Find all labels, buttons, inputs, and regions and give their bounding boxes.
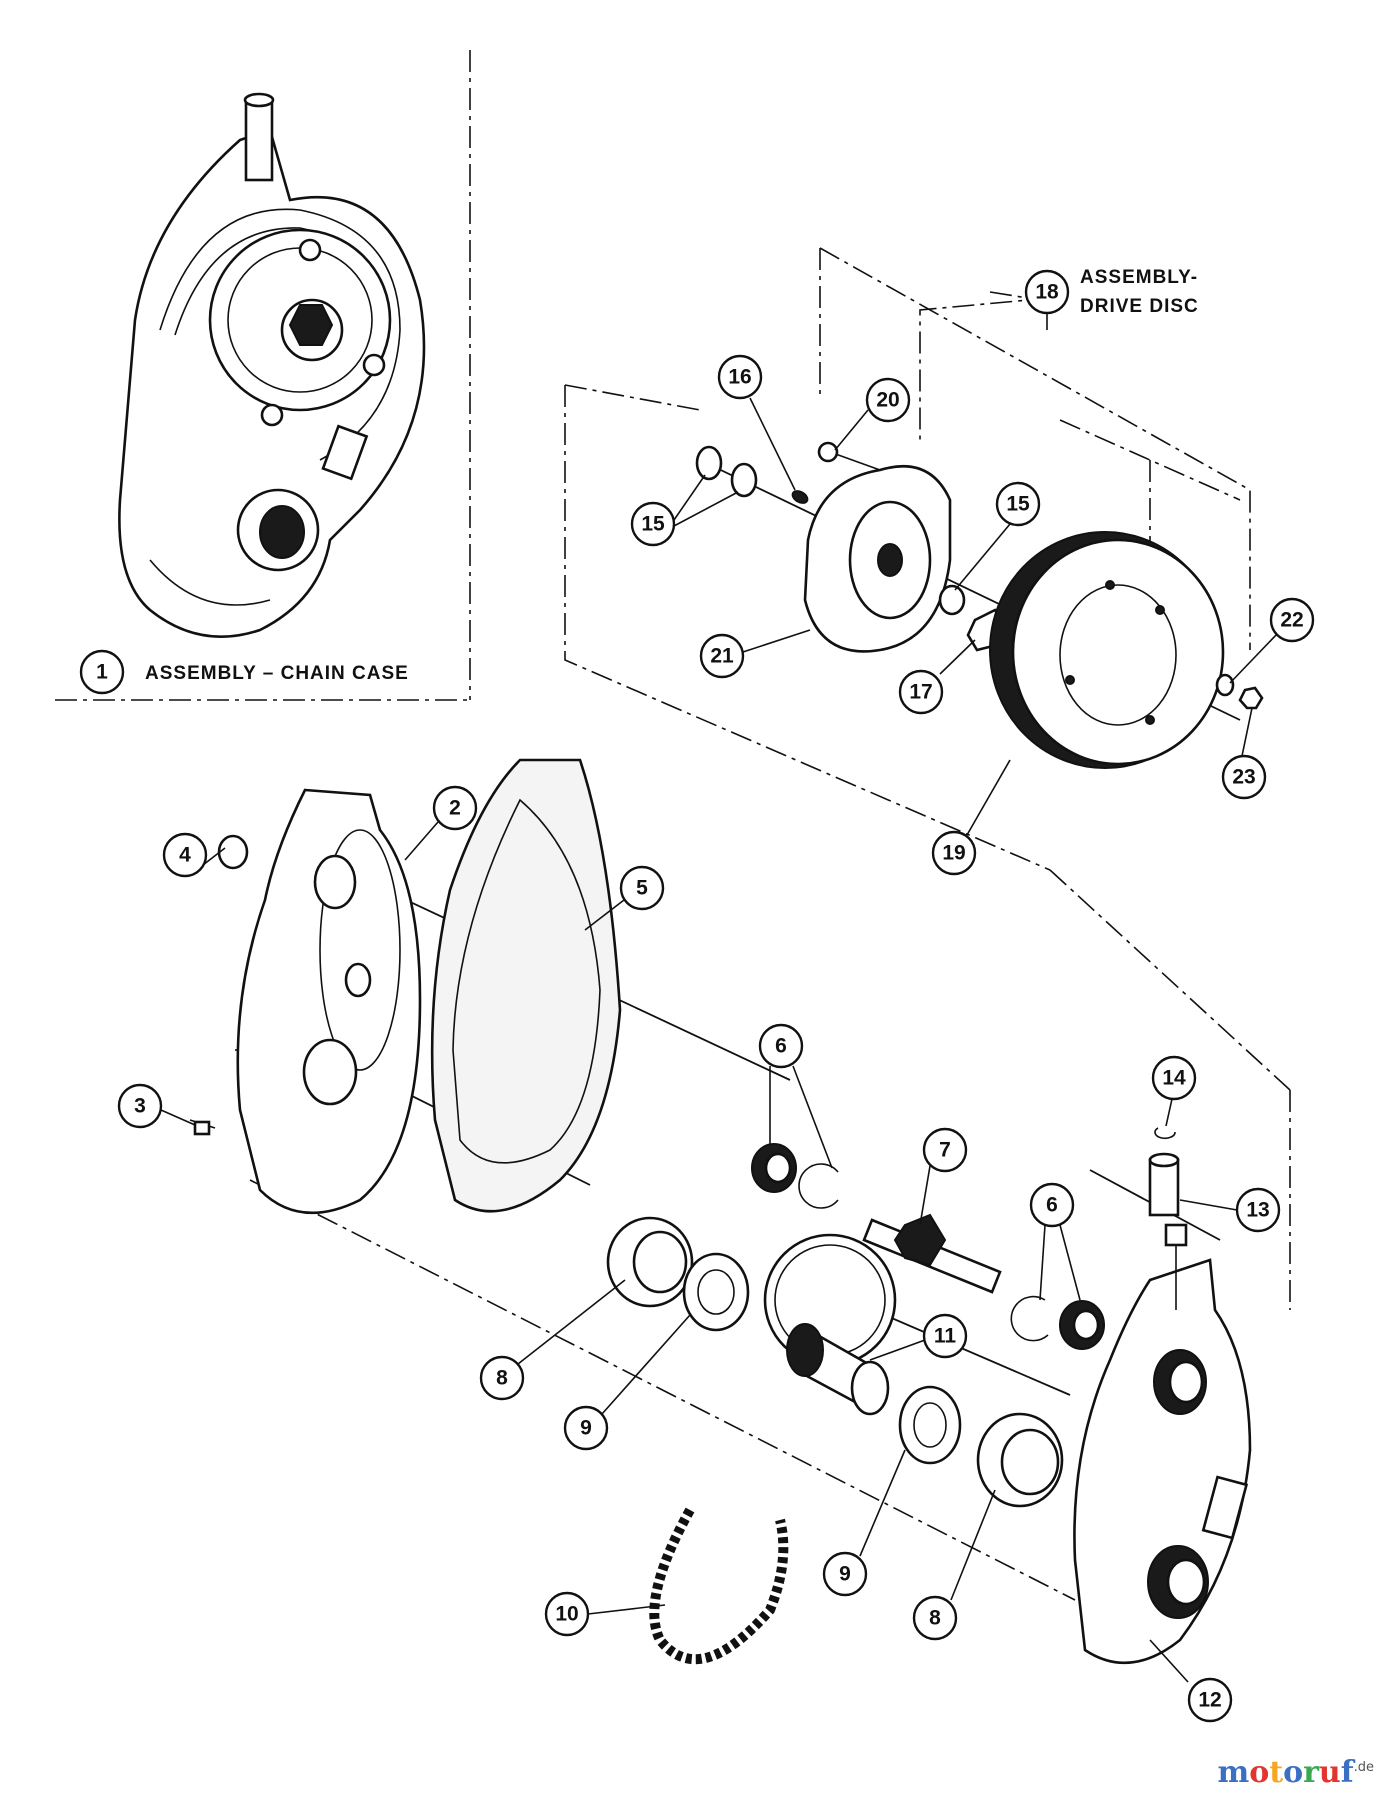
wm-letter: o bbox=[1283, 1755, 1304, 1790]
svg-text:5: 5 bbox=[636, 877, 648, 900]
svg-text:3: 3 bbox=[134, 1095, 146, 1118]
callout-3: 3 bbox=[117, 1083, 163, 1129]
callout-20: 20 bbox=[865, 377, 911, 423]
svg-text:23: 23 bbox=[1232, 766, 1255, 789]
svg-text:20: 20 bbox=[876, 389, 899, 412]
callout-6a: 6 bbox=[758, 1023, 804, 1069]
svg-text:21: 21 bbox=[710, 645, 734, 668]
callout-8a: 8 bbox=[479, 1355, 525, 1401]
svg-text:16: 16 bbox=[728, 366, 751, 389]
callout-9b: 9 bbox=[822, 1551, 868, 1597]
callout-1: 1 bbox=[79, 649, 125, 695]
watermark-logo: motoruf.de bbox=[1217, 1755, 1374, 1790]
callout-15b: 15 bbox=[995, 481, 1041, 527]
callout-12: 12 bbox=[1187, 1677, 1233, 1723]
drive-disc-label-1: ASSEMBLY- bbox=[1080, 267, 1198, 288]
svg-text:13: 13 bbox=[1246, 1199, 1269, 1222]
wm-suffix: .de bbox=[1353, 1760, 1374, 1775]
svg-text:15: 15 bbox=[1006, 493, 1030, 516]
callout-17: 17 bbox=[898, 669, 944, 715]
callout-18: 18 bbox=[1024, 269, 1070, 315]
svg-text:8: 8 bbox=[929, 1607, 941, 1630]
callout-10: 10 bbox=[544, 1591, 590, 1637]
callout-2: 2 bbox=[432, 785, 478, 831]
callout-21: 21 bbox=[699, 633, 745, 679]
chain-case-inset bbox=[55, 50, 471, 701]
drive-disc-label-2: DRIVE DISC bbox=[1080, 296, 1199, 317]
callout-15a: 15 bbox=[630, 501, 676, 547]
svg-text:19: 19 bbox=[942, 842, 965, 865]
svg-text:8: 8 bbox=[496, 1367, 508, 1390]
leader-lines bbox=[160, 313, 1278, 1683]
svg-text:6: 6 bbox=[1046, 1194, 1058, 1217]
wm-letter: f bbox=[1340, 1755, 1354, 1790]
svg-text:6: 6 bbox=[775, 1035, 787, 1058]
svg-text:18: 18 bbox=[1035, 281, 1059, 304]
svg-text:14: 14 bbox=[1162, 1067, 1186, 1090]
svg-text:10: 10 bbox=[555, 1603, 578, 1626]
wm-letter: o bbox=[1249, 1755, 1270, 1790]
callout-7: 7 bbox=[922, 1127, 968, 1173]
svg-text:11: 11 bbox=[934, 1325, 957, 1348]
svg-text:17: 17 bbox=[909, 681, 932, 704]
callout-19: 19 bbox=[931, 830, 977, 876]
callout-14: 14 bbox=[1151, 1055, 1197, 1101]
svg-text:4: 4 bbox=[179, 844, 191, 867]
svg-text:9: 9 bbox=[839, 1563, 851, 1586]
chain-case-exploded bbox=[189, 758, 1291, 1665]
callout-13: 13 bbox=[1235, 1187, 1281, 1233]
svg-text:22: 22 bbox=[1280, 609, 1303, 632]
svg-text:9: 9 bbox=[580, 1417, 592, 1440]
callout-4: 4 bbox=[162, 832, 208, 878]
callout-23: 23 bbox=[1221, 754, 1267, 800]
drive-disc-assembly bbox=[564, 247, 1264, 871]
chain-case-label: ASSEMBLY – CHAIN CASE bbox=[145, 663, 409, 684]
svg-text:7: 7 bbox=[939, 1139, 951, 1162]
callout-6b: 6 bbox=[1029, 1182, 1075, 1228]
callout-9a: 9 bbox=[563, 1405, 609, 1451]
wm-letter: m bbox=[1217, 1755, 1250, 1790]
callout-11: 11 bbox=[922, 1313, 968, 1359]
wm-letter: t bbox=[1269, 1755, 1284, 1790]
wm-letter: u bbox=[1318, 1755, 1341, 1790]
svg-text:1: 1 bbox=[96, 661, 108, 684]
callout-16: 16 bbox=[717, 354, 763, 400]
svg-text:15: 15 bbox=[641, 513, 665, 536]
svg-text:2: 2 bbox=[449, 797, 461, 820]
callout-8b: 8 bbox=[912, 1595, 958, 1641]
svg-text:12: 12 bbox=[1198, 1689, 1221, 1712]
callout-5: 5 bbox=[619, 865, 665, 911]
wm-letter: r bbox=[1303, 1755, 1319, 1790]
callout-22: 22 bbox=[1269, 597, 1315, 643]
